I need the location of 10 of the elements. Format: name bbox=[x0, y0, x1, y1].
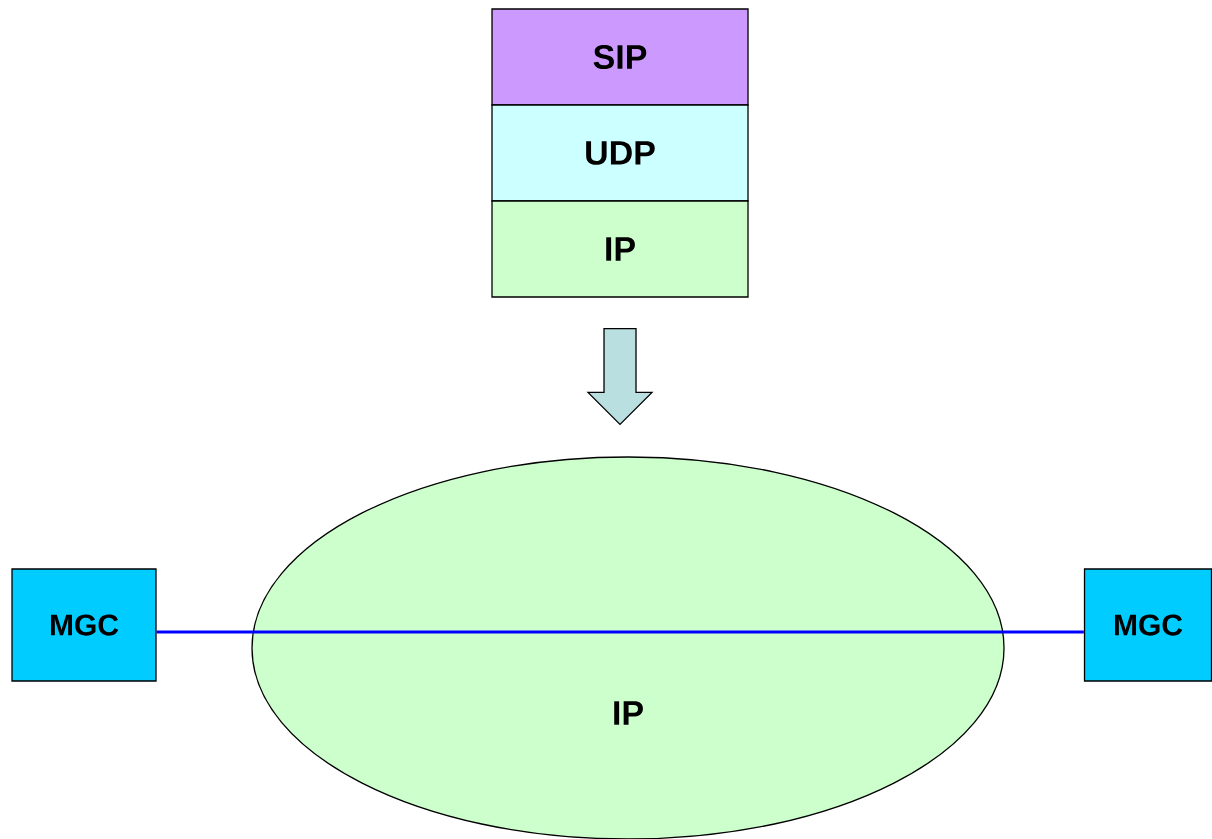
protocol-layer-box: SIP bbox=[491, 8, 749, 106]
connection-line bbox=[1002, 630, 1084, 634]
protocol-layer-box: UDP bbox=[491, 104, 749, 202]
protocol-layer-box: IP bbox=[491, 200, 749, 298]
server-box: MGC bbox=[1083, 568, 1212, 682]
network-label: IP bbox=[614, 701, 643, 725]
network-cloud-ellipse bbox=[251, 456, 1005, 839]
connection-line bbox=[156, 630, 254, 634]
block-arrow bbox=[586, 328, 654, 426]
server-box: MGC bbox=[11, 568, 157, 682]
